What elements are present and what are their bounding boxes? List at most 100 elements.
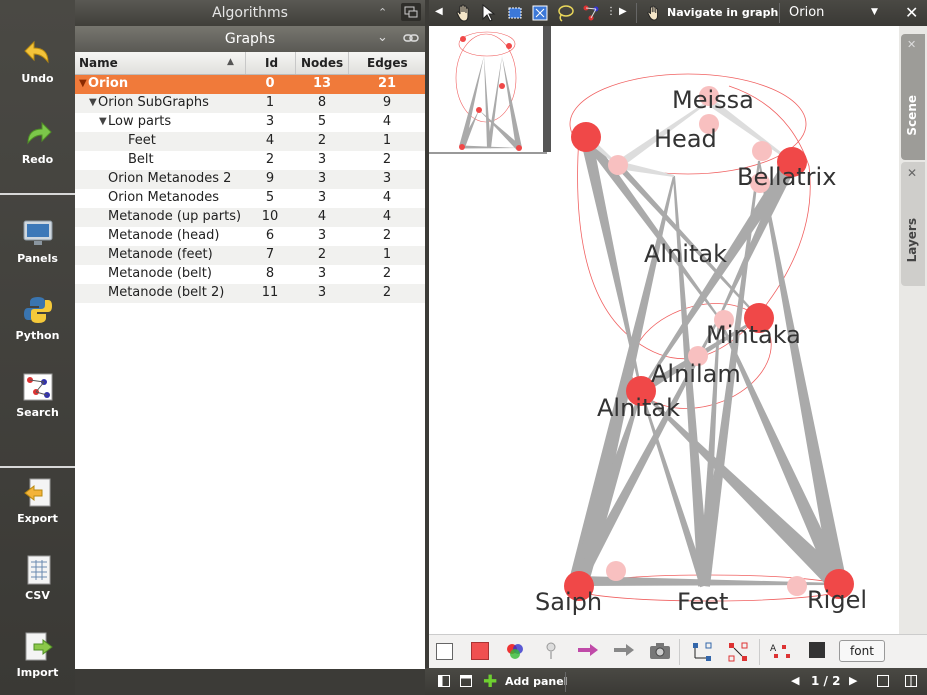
expand-triangle-icon[interactable]: ▼	[99, 116, 107, 127]
label-settings-icon[interactable]: A	[770, 642, 792, 663]
search-button[interactable]: Search	[0, 372, 75, 419]
current-interactor[interactable]: Navigate in graph	[636, 3, 780, 23]
background-color-button[interactable]	[436, 643, 453, 660]
minimap-edge	[459, 110, 479, 149]
graphs-panel-header[interactable]: Graphs ⌄	[75, 26, 425, 52]
node-color-button[interactable]	[471, 642, 489, 660]
select-pointer-icon[interactable]	[481, 3, 497, 25]
single-view-icon[interactable]	[877, 675, 889, 690]
lasso-icon[interactable]	[556, 4, 574, 25]
zoom-box-icon[interactable]	[532, 5, 548, 24]
panels-label: Panels	[17, 252, 58, 265]
edge-arrow-icon[interactable]	[613, 643, 635, 660]
close-icon[interactable]: ✕	[907, 38, 917, 51]
column-header-nodes[interactable]: Nodes	[301, 56, 344, 70]
minimap-outline	[455, 33, 517, 123]
cell-id: 4	[265, 133, 275, 148]
undock-icon[interactable]	[401, 3, 421, 21]
cell-nodes: 5	[317, 114, 327, 129]
cell-edges: 2	[382, 152, 392, 167]
window-icon[interactable]	[460, 675, 472, 690]
overview-minimap[interactable]	[429, 26, 551, 154]
undo-arrow-icon	[22, 38, 54, 68]
color-mapping-icon[interactable]	[505, 641, 525, 664]
scroll-left-icon[interactable]: ◀	[435, 6, 443, 17]
link-icon[interactable]	[403, 32, 419, 47]
status-bar: ✚ Add panel ◀ 1 / 2 ▶	[425, 668, 927, 695]
node-label: Feet	[677, 588, 728, 616]
graph-node	[777, 147, 807, 177]
algorithms-panel-header[interactable]: Algorithms ⌃	[75, 0, 425, 26]
minimap-edge	[459, 56, 484, 148]
tab-scene[interactable]: ✕ Scene	[901, 34, 925, 160]
node-shape-icon[interactable]	[544, 641, 558, 664]
cell-id: 5	[265, 190, 275, 205]
column-header-edges[interactable]: Edges	[367, 56, 408, 70]
graph-edge	[699, 317, 720, 587]
sidebar-separator	[0, 466, 75, 468]
export-button[interactable]: Export	[0, 478, 75, 525]
edge-color-arrow-icon[interactable]	[577, 643, 599, 660]
import-button[interactable]: Import	[0, 632, 75, 679]
close-icon[interactable]: ✕	[907, 166, 918, 180]
hand-pan-icon[interactable]	[456, 4, 472, 25]
expand-triangle-icon[interactable]: ▼	[79, 78, 87, 89]
graph-edge	[569, 175, 675, 584]
next-page-icon[interactable]: ▶	[849, 674, 858, 687]
column-divider	[348, 52, 349, 74]
sort-ascending-icon[interactable]: ▲	[227, 57, 234, 67]
font-button[interactable]: font	[839, 640, 885, 662]
tab-layers[interactable]: ✕ Layers	[901, 162, 925, 286]
cell-name: Orion	[88, 76, 129, 91]
scroll-right-icon[interactable]: ▶	[619, 6, 627, 17]
graph-drawing[interactable]: MeissaHeadBellatrixAlnitakMintakaAlnilam…	[429, 26, 899, 634]
add-panel-button[interactable]: Add panel	[505, 675, 568, 688]
split-view-icon[interactable]	[905, 675, 917, 690]
plus-icon[interactable]: ✚	[483, 672, 498, 692]
split-left-icon[interactable]	[438, 675, 450, 690]
csv-button[interactable]: CSV	[0, 555, 75, 602]
graph-selector-dropdown[interactable]: Orion ▼	[783, 3, 887, 23]
column-header-id[interactable]: Id	[265, 56, 279, 70]
redo-button[interactable]: Redo	[0, 119, 75, 166]
splitter-handle[interactable]	[425, 0, 429, 695]
minimap-node	[516, 145, 522, 151]
graph-edge	[615, 100, 710, 169]
label-color-button[interactable]	[809, 642, 825, 658]
show-nodes-icon[interactable]	[691, 641, 713, 666]
column-header-name[interactable]: Name	[79, 56, 118, 70]
python-button[interactable]: Python	[0, 295, 75, 342]
undo-button[interactable]: Undo	[0, 38, 75, 85]
more-tools-icon[interactable]: ⋮	[606, 6, 616, 17]
tab-scene-label: Scene	[905, 95, 919, 136]
panels-button[interactable]: Panels	[0, 218, 75, 265]
rectangle-select-icon[interactable]	[507, 5, 523, 24]
expand-triangle-icon[interactable]: ▼	[89, 97, 97, 108]
camera-icon[interactable]	[649, 642, 671, 663]
previous-page-icon[interactable]: ◀	[791, 674, 800, 687]
column-divider	[245, 52, 246, 74]
collapse-icon[interactable]: ⌃	[378, 6, 388, 19]
graph-node-light	[608, 155, 628, 175]
cell-id: 7	[265, 247, 275, 262]
graph-edit-icon[interactable]	[582, 4, 600, 25]
show-edges-icon[interactable]	[727, 641, 749, 666]
monitor-icon	[22, 218, 54, 248]
close-icon[interactable]: ✕	[905, 3, 919, 22]
minimap-edge	[479, 110, 522, 151]
minimap-node	[506, 43, 512, 49]
chevron-down-icon[interactable]: ⌄	[377, 30, 388, 45]
